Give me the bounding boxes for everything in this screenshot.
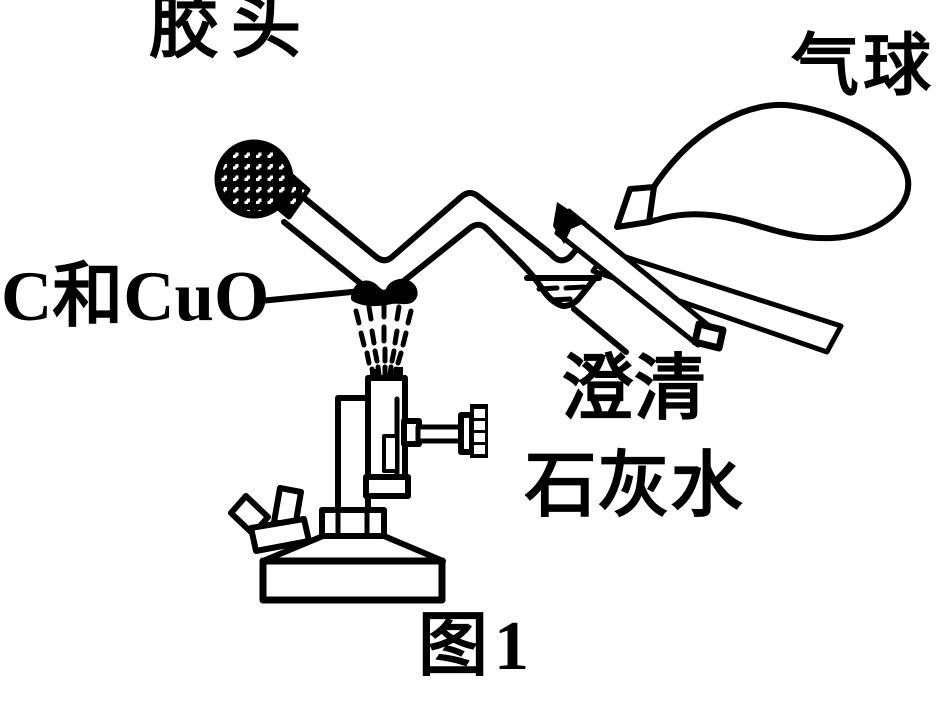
reactant-mixture-label: C和CuO bbox=[1, 258, 270, 336]
valve-knob-cell bbox=[474, 433, 485, 442]
burner-base bbox=[259, 557, 446, 604]
burner-wick-slot bbox=[382, 434, 399, 473]
valve-knob-cell bbox=[474, 409, 485, 418]
limewater-label-line2: 石灰水 bbox=[524, 446, 744, 526]
limewater-dip-icon bbox=[524, 275, 602, 303]
figure-caption: 图1 bbox=[418, 608, 535, 685]
balloon-label: 气球 bbox=[791, 28, 936, 104]
rubber-dropper-bulb-icon bbox=[214, 139, 311, 220]
blast-burner-icon bbox=[228, 367, 488, 604]
carbon-copper-oxide-heap-icon bbox=[350, 278, 418, 307]
water-dash bbox=[563, 284, 587, 291]
valve-knob-cell bbox=[474, 445, 485, 454]
limewater-label-line1: 澄清 bbox=[560, 349, 707, 429]
burner-rim-stub bbox=[370, 369, 377, 378]
dropper-bulb-label: 胶头 bbox=[149, 0, 313, 67]
limewater-label: 澄清 石灰水 bbox=[518, 341, 750, 535]
water-dash bbox=[548, 296, 573, 303]
valve-rod bbox=[415, 424, 466, 444]
water-dash bbox=[536, 285, 560, 292]
burner-collar bbox=[319, 507, 387, 539]
bulb-sphere bbox=[214, 139, 294, 219]
valve-knob-cell bbox=[474, 421, 485, 430]
tube-upper-wall bbox=[300, 190, 579, 264]
burner-flange bbox=[363, 474, 411, 499]
mouth-arrow-tip bbox=[553, 202, 587, 244]
flame-dashes-icon bbox=[353, 301, 414, 380]
balloon-body bbox=[646, 102, 912, 242]
mouth-prong-cap bbox=[691, 320, 727, 352]
balloon-neck bbox=[614, 184, 657, 230]
balloon-icon bbox=[614, 102, 912, 242]
tube-mouth-icon bbox=[553, 202, 844, 355]
limewater-leader-line bbox=[571, 306, 629, 355]
burner-rim-stub bbox=[395, 367, 403, 378]
